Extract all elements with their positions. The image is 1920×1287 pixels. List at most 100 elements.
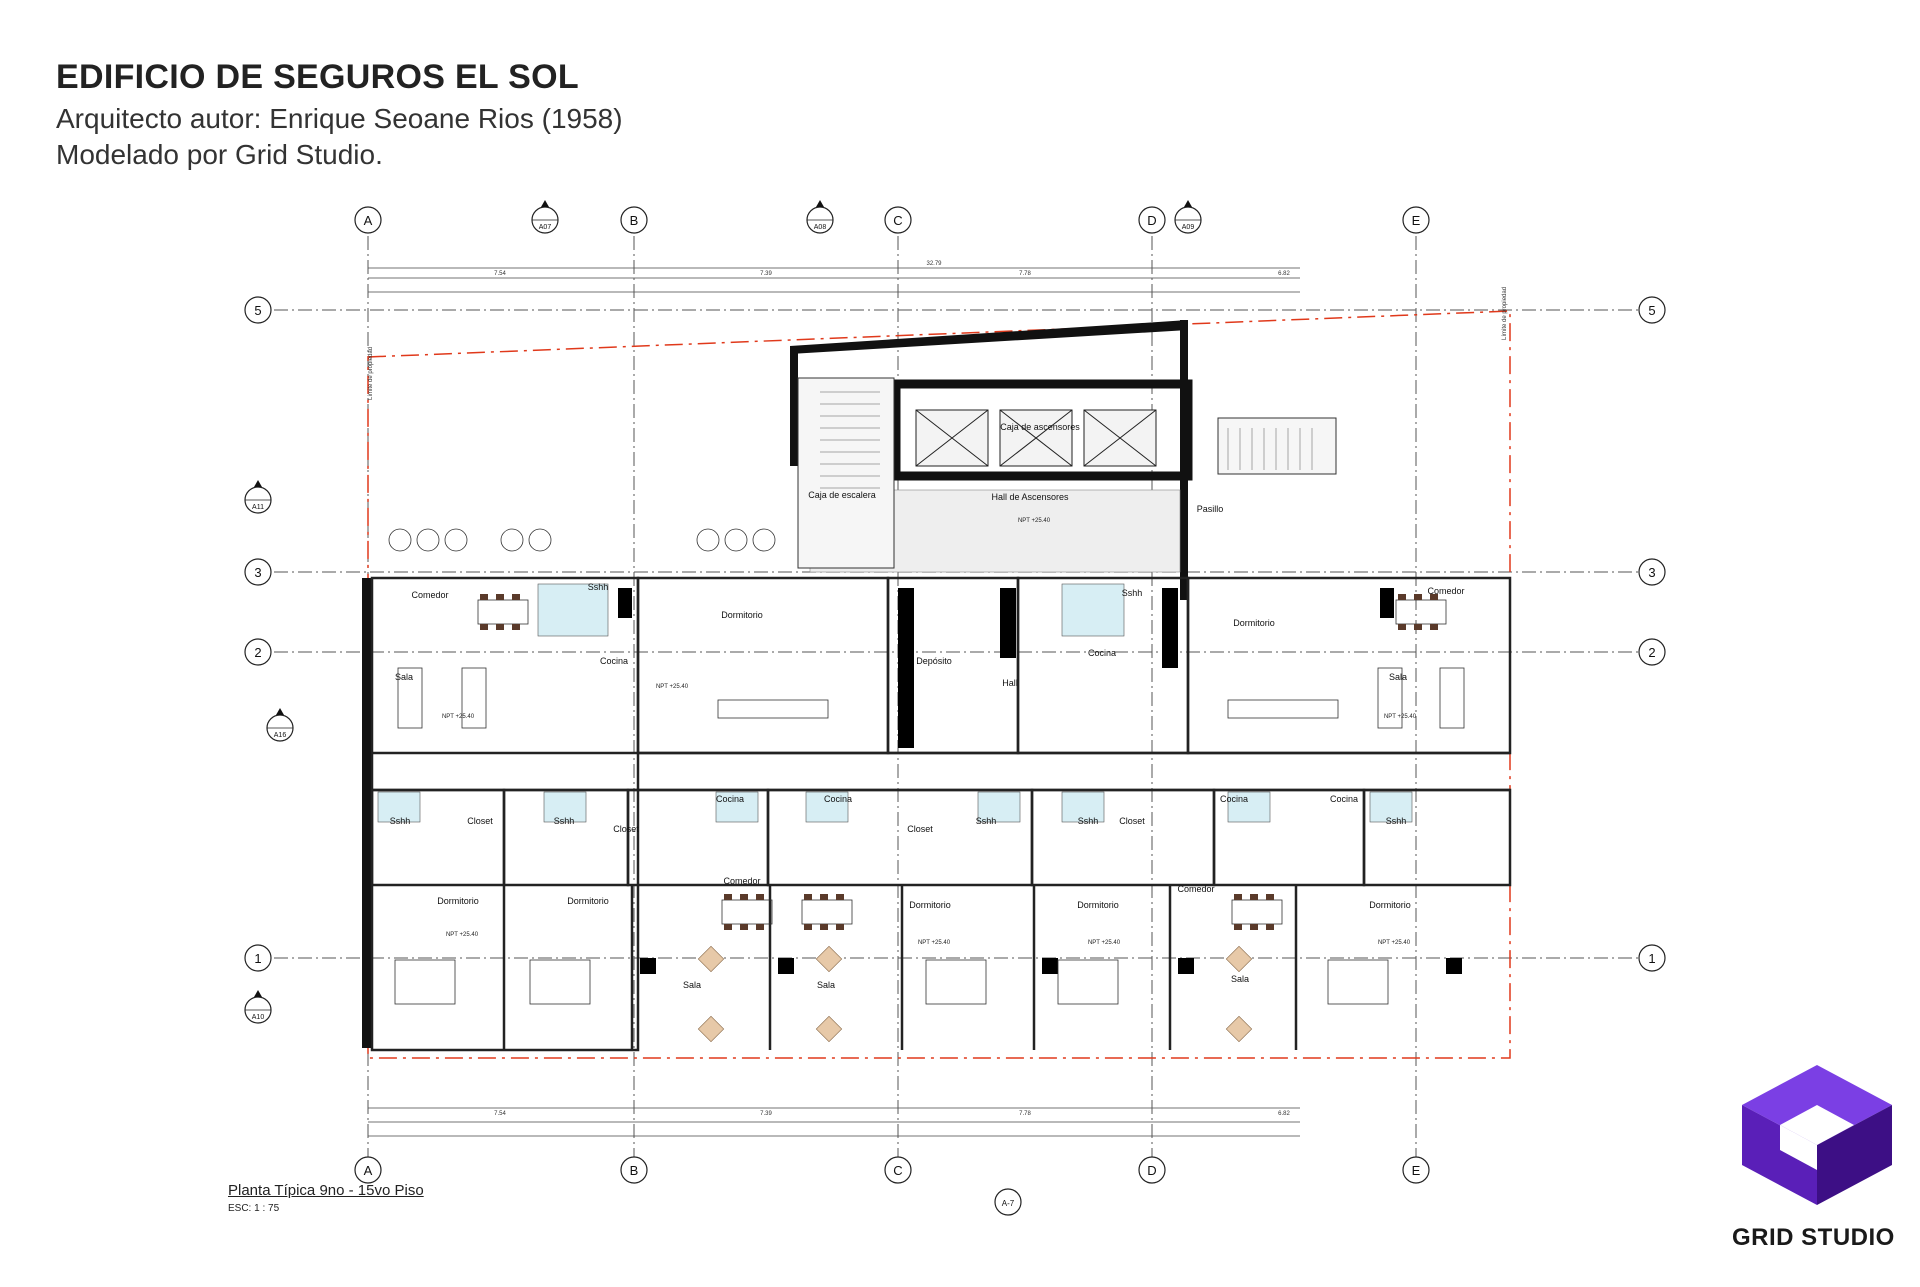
svg-text:NPT +25.40: NPT +25.40 <box>1378 940 1411 946</box>
room-label: Sshh <box>390 816 411 826</box>
property-line-label: Límite de propiedad <box>368 347 374 400</box>
grid-bubble-1: 1 <box>1638 944 1666 972</box>
grid-bubble-B: B <box>620 1156 648 1184</box>
room-label: Dormitorio <box>567 896 609 906</box>
level-labels: NPT +25.40 NPT +25.40 NPT +25.40 NPT +25… <box>442 518 1417 946</box>
room-label: Dormitorio <box>721 610 763 620</box>
room-label: Sshh <box>1078 816 1099 826</box>
grid-bubble-label: 2 <box>254 645 261 660</box>
bay-dimension-label: 7.78 <box>1019 1111 1031 1117</box>
ac-units <box>388 528 776 552</box>
room-label: Pasillo <box>1197 504 1224 514</box>
grid-bubble-label: C <box>893 213 902 228</box>
room-label: Closet <box>1119 816 1145 826</box>
brand-name: GRID STUDIO <box>1732 1224 1895 1251</box>
wet-areas <box>377 583 1413 823</box>
grid-bubble-D: D <box>1138 206 1166 234</box>
grid-bubble-3: 3 <box>1638 558 1666 586</box>
room-label: Cocina <box>1220 794 1248 804</box>
room-label: Comedor <box>1427 586 1464 596</box>
plan-caption: Planta Típica 9no - 15vo Piso ESC: 1 : 7… <box>228 1182 424 1214</box>
grid-lines <box>250 236 1660 1172</box>
grid-bubble-5: 5 <box>244 296 272 324</box>
grid-bubble-label: 3 <box>1648 565 1655 580</box>
title-block: EDIFICIO DE SEGUROS EL SOL Arquitecto au… <box>56 58 623 171</box>
grid-bubble-E: E <box>1402 1156 1430 1184</box>
room-label: Dormitorio <box>1369 900 1411 910</box>
grid-bubble-label: A <box>364 213 373 228</box>
top-dimensions <box>368 267 1300 1137</box>
room-labels: Caja de ascensores Hall de Ascensores Ca… <box>390 422 1465 990</box>
page-subtitle: Arquitecto autor: Enrique Seoane Rios (1… <box>56 103 623 134</box>
elevator-core <box>891 379 1193 481</box>
room-label: Dormitorio <box>909 900 951 910</box>
section-tag-A09: A09 <box>1174 200 1202 234</box>
room-label: Sshh <box>1122 588 1143 598</box>
grid-bubble-label: 3 <box>254 565 261 580</box>
property-line-label: Límite de propiedad <box>1502 287 1508 340</box>
grid-bubble-label: 1 <box>1648 951 1655 966</box>
room-label: Cocina <box>600 656 628 666</box>
room-label: Closet <box>467 816 493 826</box>
grid-bubble-label: B <box>630 1163 639 1178</box>
stair-treads <box>820 391 880 489</box>
grid-bubble-label: A <box>364 1163 373 1178</box>
logo-right-face <box>1817 1105 1892 1205</box>
page-credit: Modelado por Grid Studio. <box>56 139 383 170</box>
grid-bubble-C: C <box>884 206 912 234</box>
page-title: EDIFICIO DE SEGUROS EL SOL <box>56 58 579 96</box>
room-label: Sala <box>817 980 835 990</box>
room-label: Dormitorio <box>437 896 479 906</box>
room-label: Cocina <box>1088 648 1116 658</box>
total-dimension-label: 32.79 <box>926 261 942 267</box>
grid-bubble-A: A <box>354 1156 382 1184</box>
grid-bubble-label: E <box>1412 213 1421 228</box>
room-label: Comedor <box>1177 884 1214 894</box>
room-label: Sala <box>683 980 701 990</box>
grid-bubble-5: 5 <box>1638 296 1666 324</box>
grid-bubble-label: 1 <box>254 951 261 966</box>
grid-bubble-C: C <box>884 1156 912 1184</box>
logo-notch-side <box>1780 1125 1817 1170</box>
armchairs <box>697 945 1253 1043</box>
room-label: Sala <box>1389 672 1407 682</box>
room-label: Caja de ascensores <box>1000 422 1080 432</box>
room-label: Dormitorio <box>1077 900 1119 910</box>
room-label: Sshh <box>588 582 609 592</box>
grid-bubble-D: D <box>1138 1156 1166 1184</box>
svg-text:NPT +25.40: NPT +25.40 <box>442 714 475 720</box>
grid-bubble-3: 3 <box>244 558 272 586</box>
room-label: Closet <box>907 824 933 834</box>
room-label: Cocina <box>716 794 744 804</box>
rear-stair-treads <box>1227 428 1313 470</box>
structural-columns <box>618 588 1462 974</box>
grid-bubble-2: 2 <box>244 638 272 666</box>
svg-text:NPT +25.40: NPT +25.40 <box>1018 518 1051 524</box>
bay-dimension-label: 6.82 <box>1278 1111 1290 1117</box>
stair-core <box>797 377 895 569</box>
room-label: Sshh <box>976 816 997 826</box>
bay-dimension-label: 7.39 <box>760 271 772 277</box>
grid-bubble-E: E <box>1402 206 1430 234</box>
section-tag-label: A09 <box>1182 224 1195 231</box>
section-tag-A10: A10 <box>244 990 272 1024</box>
room-label: Hall <box>1002 678 1018 688</box>
chairs <box>480 594 1438 930</box>
bay-dimension-label: 7.39 <box>760 1111 772 1117</box>
room-label: Closet <box>613 824 639 834</box>
section-tag-label: A16 <box>274 732 287 739</box>
grid-bubble-label: 5 <box>254 303 261 318</box>
section-tag-A07: A07 <box>531 200 559 234</box>
section-tag-label: A11 <box>252 504 264 511</box>
grid-bubble-1: 1 <box>244 944 272 972</box>
svg-text:NPT +25.40: NPT +25.40 <box>918 940 951 946</box>
grid-bubble-label: D <box>1147 1163 1156 1178</box>
room-label: Cocina <box>824 794 852 804</box>
rear-stair <box>1217 417 1337 475</box>
plan-scale: ESC: 1 : 75 <box>228 1203 280 1214</box>
room-label: Sshh <box>1386 816 1407 826</box>
svg-text:NPT +25.40: NPT +25.40 <box>1088 940 1121 946</box>
room-label: Sala <box>395 672 413 682</box>
grid-bubble-label: 2 <box>1648 645 1655 660</box>
